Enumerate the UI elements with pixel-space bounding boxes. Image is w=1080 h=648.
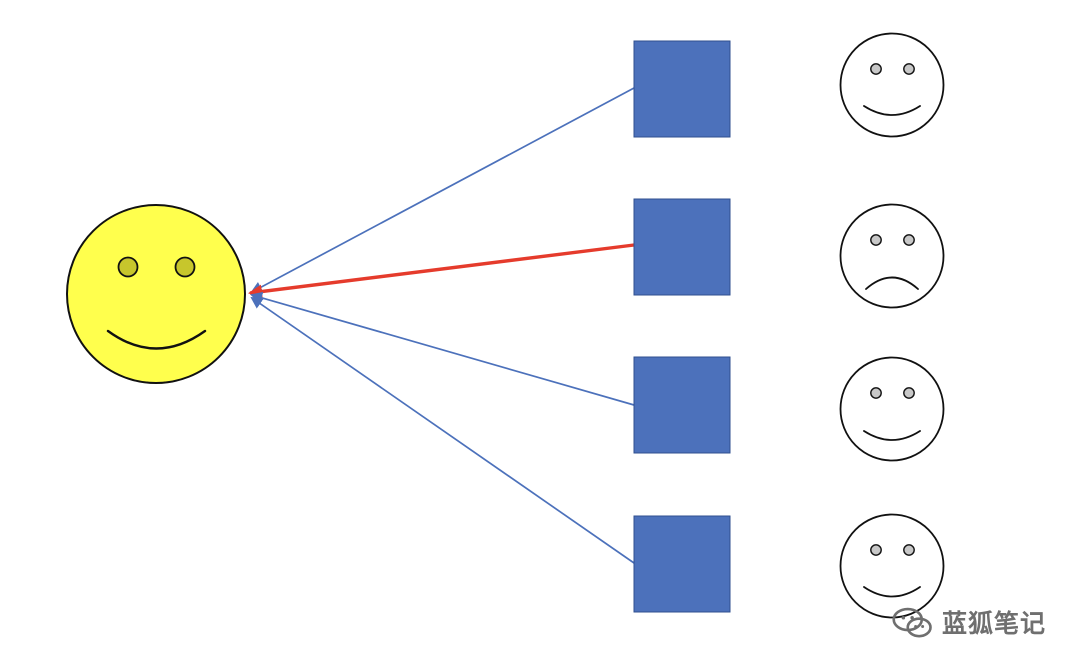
small-face-circle <box>839 513 945 619</box>
small-left-eye <box>870 234 882 246</box>
small-right-eye <box>903 387 915 399</box>
small-right-eye <box>903 63 915 75</box>
central-left-eye <box>117 256 139 278</box>
blue-boxes <box>633 40 731 613</box>
small-face-circle <box>839 32 945 138</box>
small-smile-mouth <box>863 586 921 598</box>
small-face-circle <box>839 203 945 309</box>
small-smile-mouth <box>863 105 921 116</box>
blue-box <box>633 40 731 138</box>
small-face-circle <box>839 356 945 462</box>
small-faces <box>839 32 945 619</box>
small-smile-mouth <box>863 430 921 441</box>
arrow-connection <box>250 87 635 293</box>
small-smiley-face <box>839 356 945 462</box>
small-frowning-face <box>839 203 945 309</box>
small-frown-mouth <box>865 276 919 290</box>
central-right-eye <box>174 256 196 278</box>
connection-arrows <box>248 87 635 564</box>
blue-box <box>633 515 731 613</box>
arrow-connection <box>250 296 635 564</box>
central-face-circle <box>66 204 246 384</box>
small-smiley-face <box>839 32 945 138</box>
small-left-eye <box>870 544 882 556</box>
small-left-eye <box>870 387 882 399</box>
small-left-eye <box>870 63 882 75</box>
small-smiley-face <box>839 513 945 619</box>
small-right-eye <box>903 234 915 246</box>
blue-box <box>633 198 731 296</box>
blue-box <box>633 356 731 454</box>
small-right-eye <box>903 544 915 556</box>
arrow-connection-highlighted <box>248 243 635 299</box>
central-smile-mouth <box>106 329 207 350</box>
arrow-connection <box>250 292 635 406</box>
central-smiley-face <box>66 204 246 384</box>
